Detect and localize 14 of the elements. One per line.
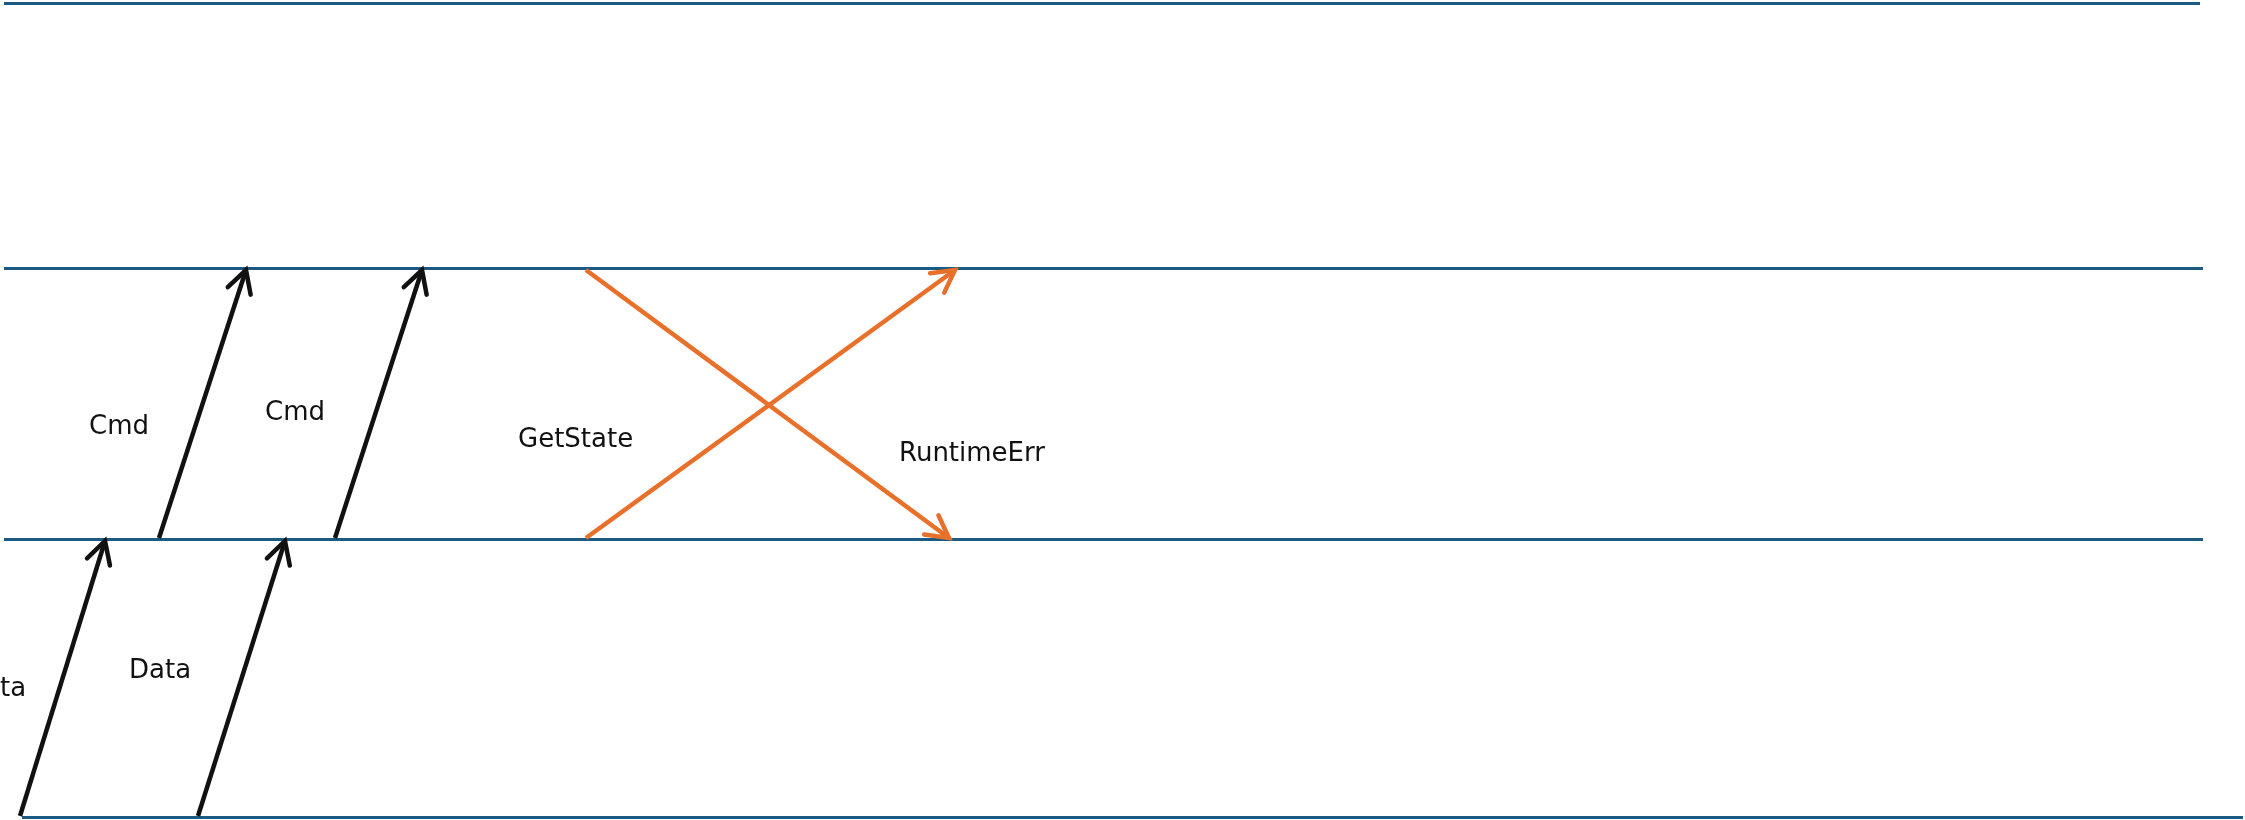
edge-label: RuntimeErr bbox=[899, 439, 1045, 465]
arrow bbox=[156, 267, 253, 539]
edge-label: GetState bbox=[518, 425, 634, 451]
arrow bbox=[195, 538, 293, 817]
edge-label: Cmd bbox=[265, 398, 325, 424]
lane-line bbox=[4, 267, 2203, 270]
lane-line bbox=[22, 816, 2243, 819]
edge-label: Data bbox=[129, 656, 192, 682]
arrow bbox=[17, 538, 113, 817]
edge-label: Cmd bbox=[89, 412, 149, 438]
edge-label: ta bbox=[0, 674, 27, 700]
lane-line bbox=[4, 538, 2203, 541]
arrow bbox=[332, 267, 429, 539]
lane-line bbox=[4, 2, 2200, 5]
